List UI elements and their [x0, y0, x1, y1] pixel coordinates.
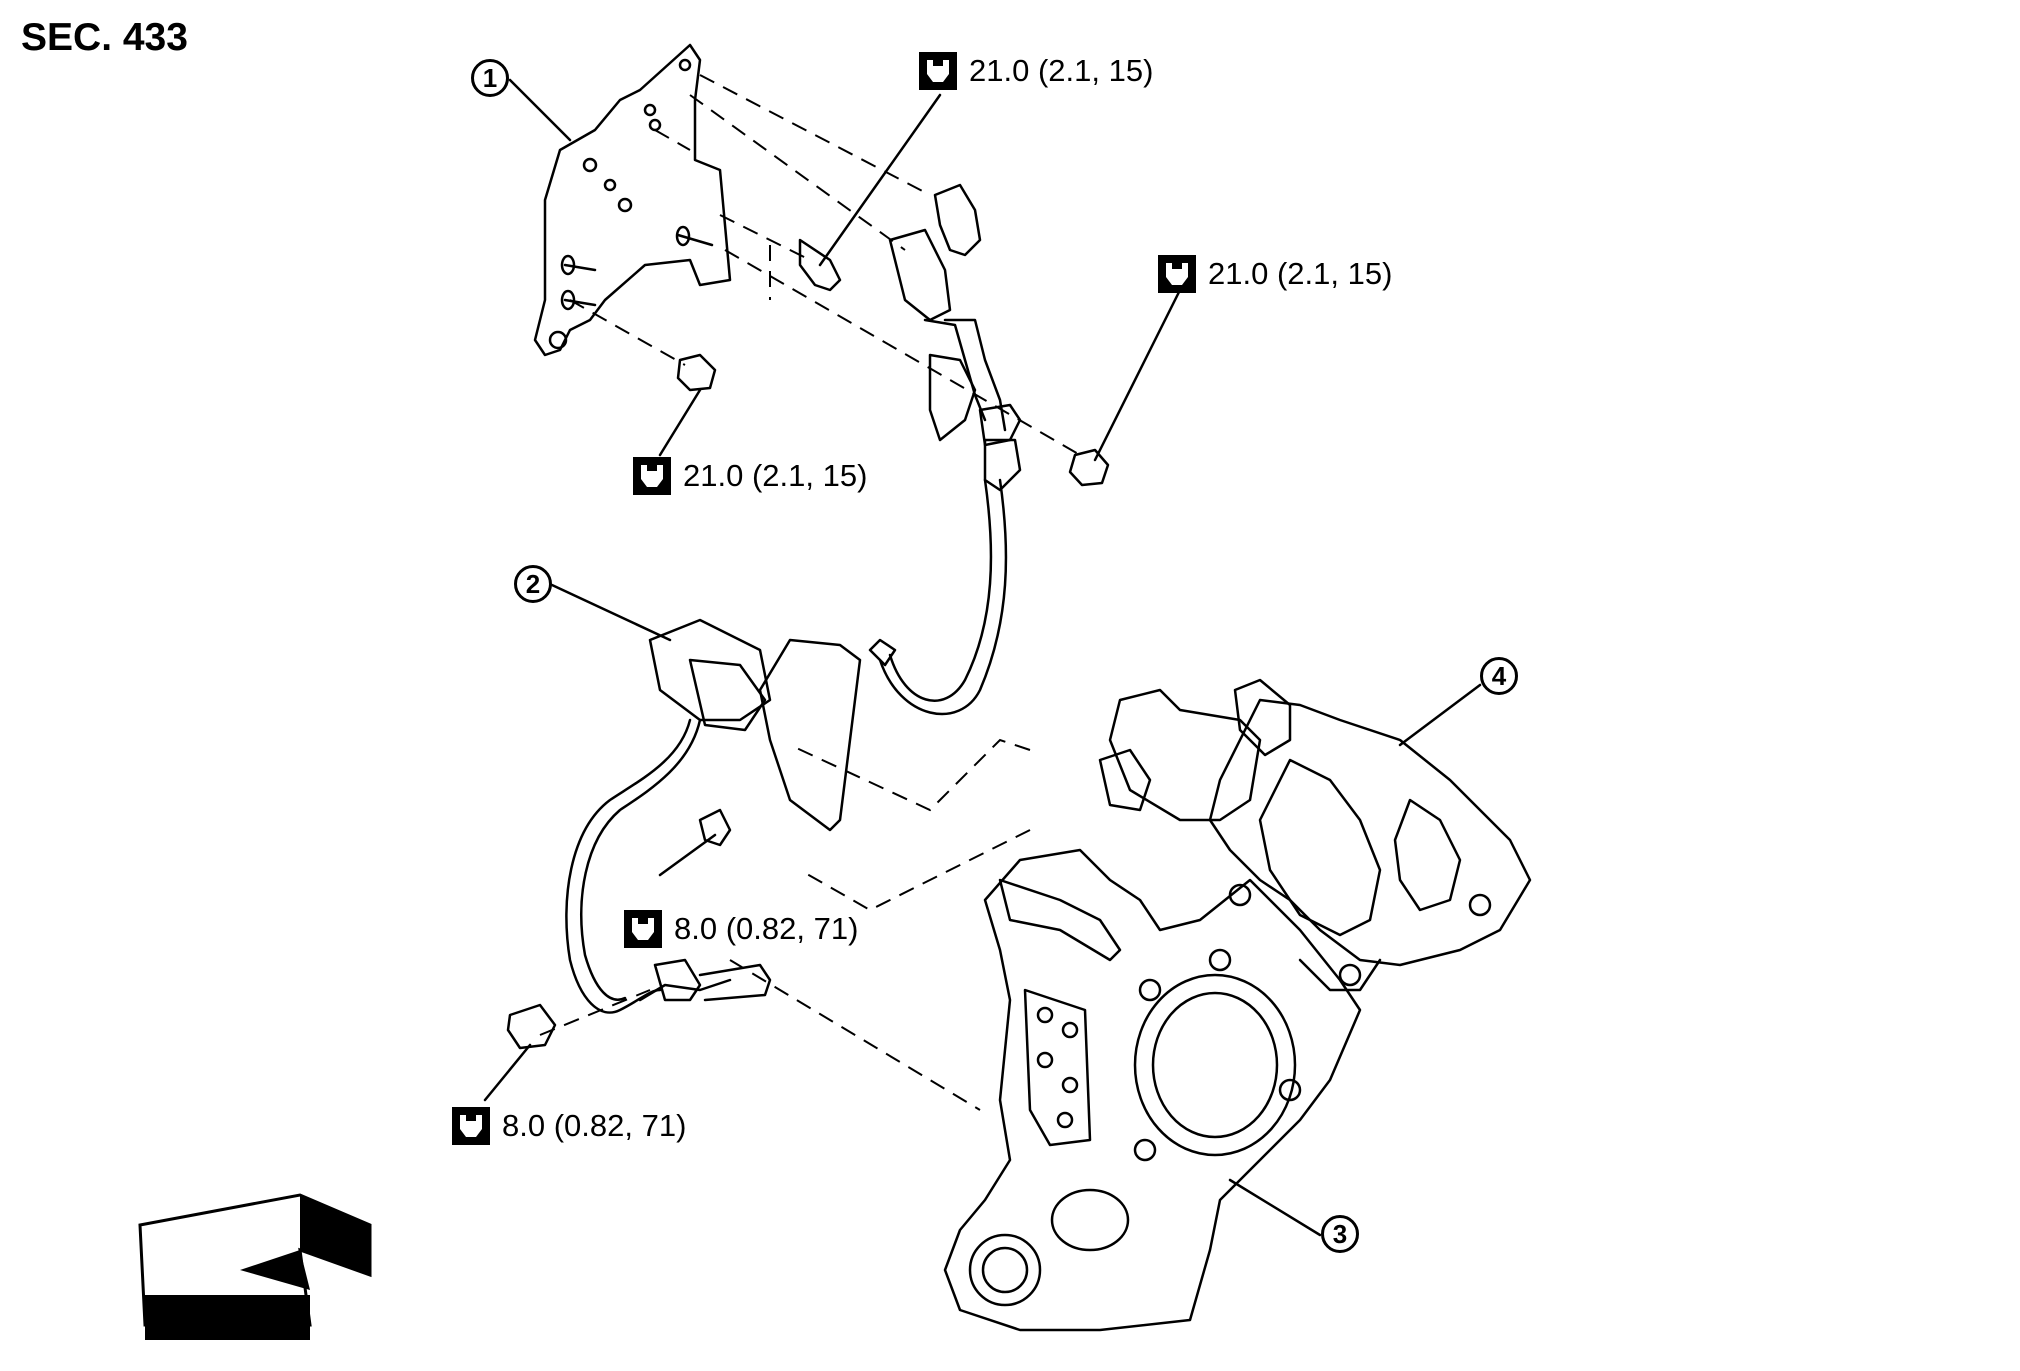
upper-connectors — [888, 183, 1022, 492]
torque-spec-sensor-bracket: 8.0 (0.82, 71) — [624, 910, 858, 948]
callout-leaders — [483, 78, 1482, 1237]
callout-2: 2 — [514, 565, 552, 603]
torque-spec-middle: 21.0 (2.1, 15) — [633, 457, 867, 495]
torque-value: 21.0 (2.1, 15) — [1208, 256, 1393, 291]
callout-4: 4 — [1480, 657, 1518, 695]
torque-wrench-icon — [1158, 255, 1196, 293]
torque-value: 21.0 (2.1, 15) — [969, 53, 1154, 88]
front-direction-arrow-icon — [138, 1193, 372, 1340]
brake-caliper — [1098, 678, 1532, 992]
bracket-part — [533, 43, 732, 357]
sensor-harness — [506, 478, 1008, 1050]
torque-wrench-icon — [919, 52, 957, 90]
torque-value: 21.0 (2.1, 15) — [683, 458, 868, 493]
bracket-fasteners — [676, 238, 1110, 487]
torque-wrench-icon — [452, 1107, 490, 1145]
torque-spec-right: 21.0 (2.1, 15) — [1158, 255, 1392, 293]
assembly-lines — [539, 74, 1081, 1111]
steering-knuckle — [943, 848, 1362, 1332]
callout-1: 1 — [471, 59, 509, 97]
torque-value: 8.0 (0.82, 71) — [502, 1108, 687, 1143]
torque-wrench-icon — [624, 910, 662, 948]
torque-wrench-icon — [633, 457, 671, 495]
torque-spec-top: 21.0 (2.1, 15) — [919, 52, 1153, 90]
torque-spec-sensor: 8.0 (0.82, 71) — [452, 1107, 686, 1145]
torque-value: 8.0 (0.82, 71) — [674, 911, 859, 946]
section-label: SEC. 433 — [21, 16, 188, 59]
callout-3: 3 — [1321, 1215, 1359, 1253]
